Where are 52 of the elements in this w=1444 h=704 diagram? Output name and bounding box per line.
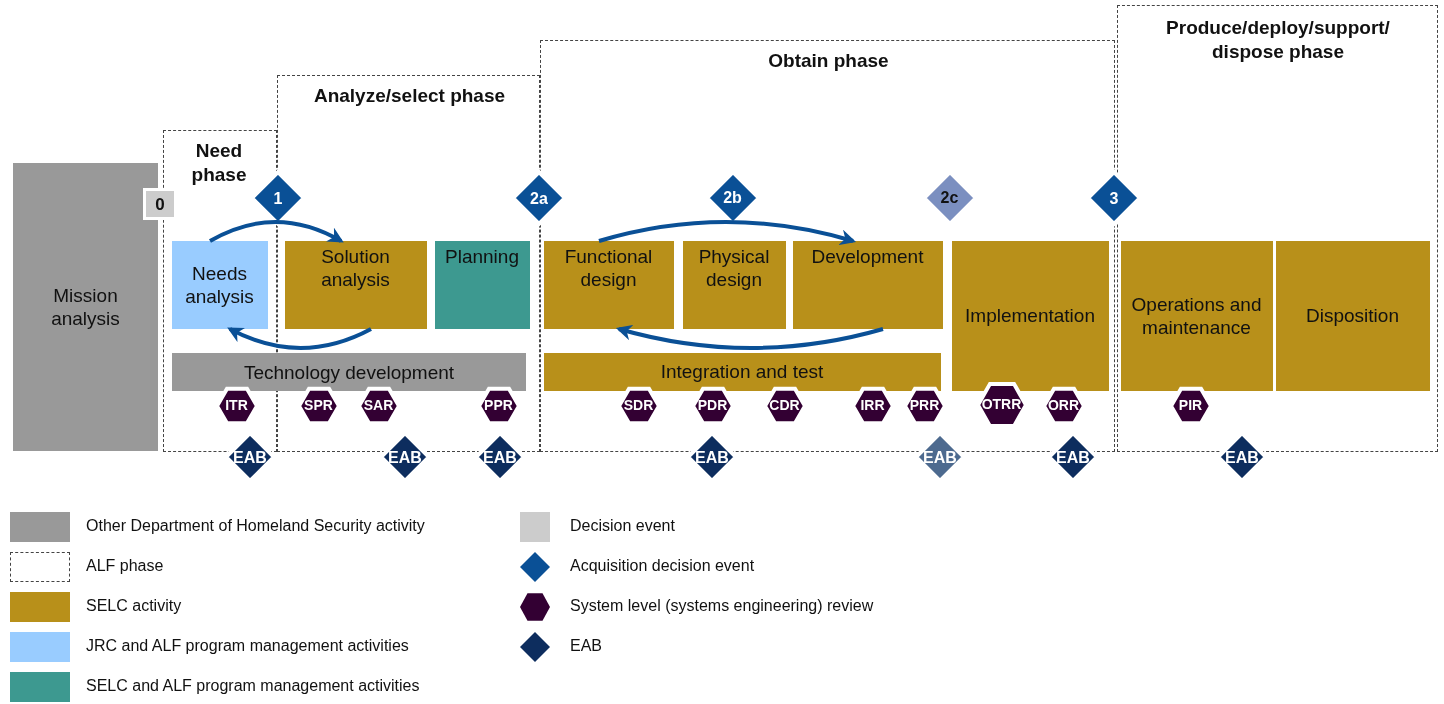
activity-box: Needs analysis [171, 240, 268, 329]
phase-heading: Analyze/select phase [312, 84, 507, 108]
review-hexagon: SDR [618, 387, 659, 424]
review-hexagon: PRR [904, 387, 945, 424]
decision-diamond: EAB [916, 433, 964, 481]
legend-label: JRC and ALF program management activities [86, 637, 409, 655]
review-hexagon: PDR [692, 387, 733, 424]
activity-box: Solution analysis [284, 240, 427, 329]
phase-box [1117, 5, 1438, 452]
legend-label: SELC and ALF program management activities [86, 677, 420, 695]
activity-box: Operations and maintenance [1120, 240, 1273, 391]
decision-diamond: 1 [252, 172, 304, 224]
legend-label: EAB [570, 637, 602, 655]
activity-box: Implementation [951, 240, 1109, 391]
phase-heading: Produce/deploy/support/ dispose phase [1165, 16, 1391, 64]
curved-arrow [227, 327, 372, 350]
legend-label: SELC activity [86, 597, 182, 615]
decision-diamond: EAB [226, 433, 274, 481]
curved-arrow [598, 220, 857, 246]
phase-heading: Need phase [190, 139, 248, 187]
activity-box: Development [792, 240, 943, 329]
activity-box: Disposition [1275, 240, 1430, 391]
legend-label: Other Department of Homeland Security activity [86, 517, 425, 535]
decision-diamond: 2a [513, 172, 565, 224]
review-hexagon: IRR [852, 387, 893, 424]
curved-arrow [209, 220, 344, 243]
decision-diamond: EAB [1218, 433, 1266, 481]
review-hexagon: ORR [1043, 387, 1084, 424]
activity-box: Technology development [172, 353, 526, 391]
legend-label: Acquisition decision event [570, 557, 755, 575]
review-hexagon: PIR [1170, 387, 1211, 424]
legend-label: System level (systems engineering) review [570, 597, 874, 615]
decision-diamond: 3 [1088, 172, 1140, 224]
decision-diamond: EAB [688, 433, 736, 481]
review-hexagon: SPR [298, 387, 339, 424]
review-hexagon: OTRR [977, 382, 1026, 427]
activity-box: Functional design [543, 240, 674, 329]
review-hexagon: SAR [358, 387, 399, 424]
activity-box: Integration and test [543, 352, 941, 391]
activity-box: Physical design [682, 240, 786, 329]
decision-diamond: EAB [476, 433, 524, 481]
legend-label: ALF phase [86, 557, 164, 575]
review-hexagon: PPR [478, 387, 519, 424]
review-hexagon: ITR [216, 387, 257, 424]
phase-heading: Obtain phase [767, 49, 890, 73]
activity-box: Planning [434, 240, 530, 329]
decision-diamond: EAB [381, 433, 429, 481]
decision-diamond: EAB [1049, 433, 1097, 481]
review-hexagon: CDR [764, 387, 805, 424]
decision-event-box: 0 [143, 188, 177, 220]
curved-arrow [615, 324, 884, 350]
legend-label: Decision event [570, 517, 675, 535]
